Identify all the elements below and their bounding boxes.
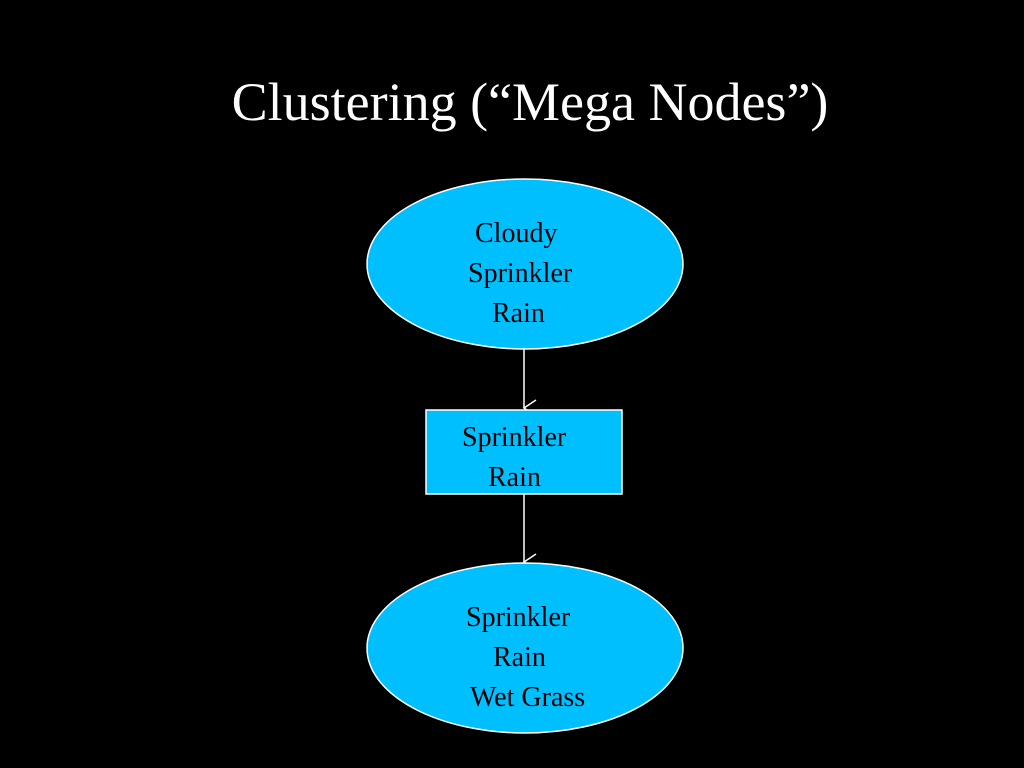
node-bottom-line-3: Wet Grass [470, 682, 585, 713]
node-top-line-1: Cloudy [475, 218, 557, 249]
node-bottom: Sprinkler Rain Wet Grass [366, 562, 684, 734]
node-top: Cloudy Sprinkler Rain [366, 178, 684, 350]
node-bottom-shape [366, 562, 684, 734]
node-top-line-2: Sprinkler [468, 258, 573, 289]
node-middle-line-1: Sprinkler [462, 422, 567, 453]
node-bottom-line-2: Rain [493, 642, 546, 673]
node-bottom-line-1: Sprinkler [466, 602, 571, 633]
slide-title: Clustering (“Mega Nodes”) [231, 72, 829, 132]
node-top-shape [366, 178, 684, 350]
node-top-line-3: Rain [492, 298, 545, 329]
node-middle-line-2: Rain [488, 462, 541, 493]
node-middle: Sprinkler Rain [425, 409, 623, 495]
